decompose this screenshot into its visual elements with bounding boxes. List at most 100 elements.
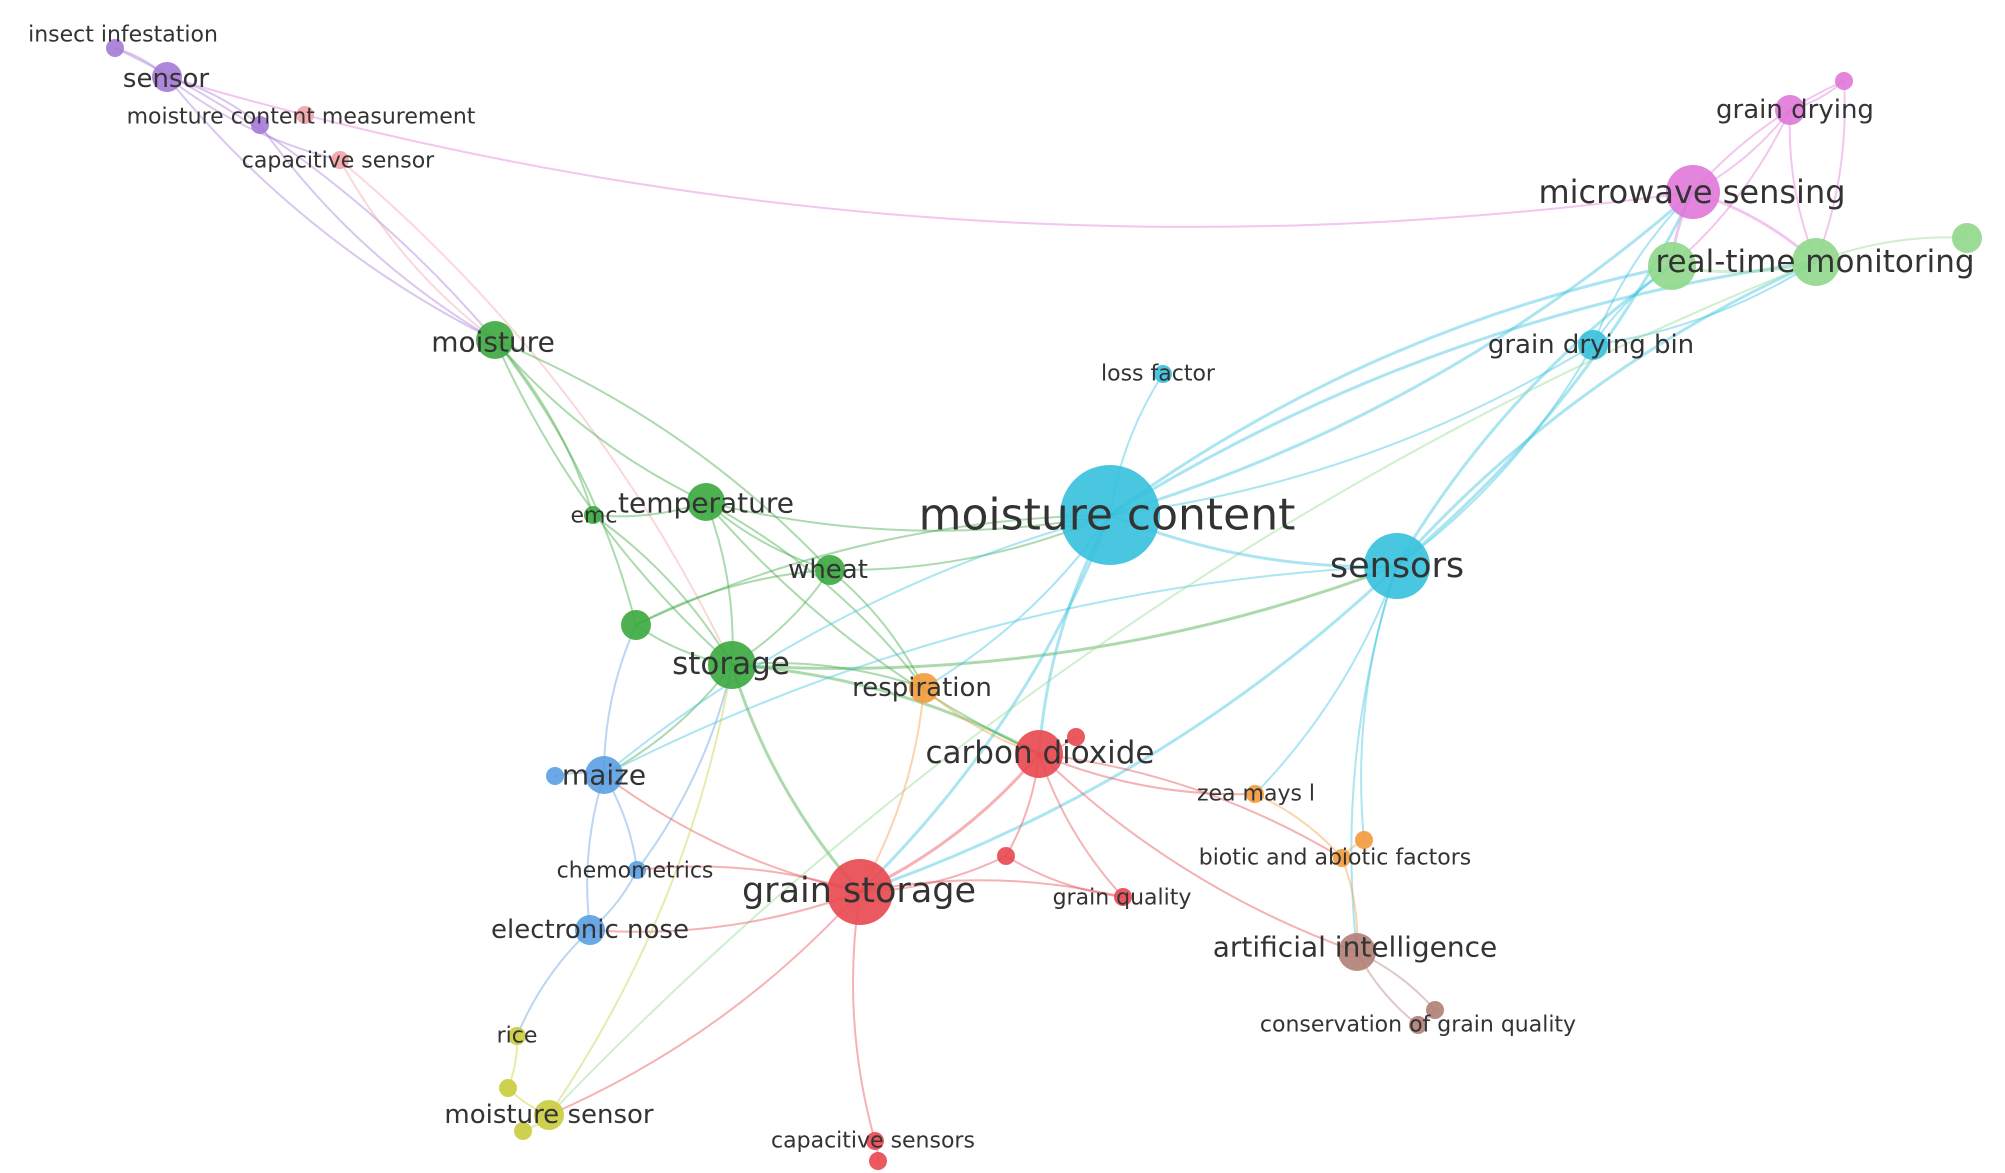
node-yellow-small-a[interactable] [499,1079,517,1097]
node-zea-mays-l[interactable] [1246,785,1264,803]
node-loss-factor[interactable] [1154,365,1172,383]
link-green-unlabeled-moisture-content [635,514,1111,626]
link-moisture-wheat [494,339,831,571]
node-lightgreen-a[interactable] [1792,238,1840,286]
node-green-unlabeled[interactable] [621,610,651,640]
label-electronic-nose: electronic nose [491,915,689,945]
link-carbon-dioxide-grain-quality [1038,753,1124,898]
label-grain-drying: grain drying [1716,95,1874,125]
link-moisture-content-grain-storage [858,513,1112,894]
link-red-small-b-grain-quality [1005,855,1124,898]
link-carbon-dioxide-biotic-and-abiotic-factors [1038,753,1343,859]
node-capacitive-sensor[interactable] [331,151,349,169]
link-sensors-artificial-intelligence [1350,565,1398,953]
node-moisture[interactable] [476,321,514,359]
node-sensors[interactable] [1364,533,1430,599]
node-lightgreen-b[interactable] [1952,223,1982,253]
label-carbon-dioxide: carbon dioxide [926,735,1155,771]
node-insect-infestation[interactable] [106,39,124,57]
node-pink-small[interactable] [1835,72,1853,90]
node-chemometrics[interactable] [628,861,646,879]
node-microwave-sensing[interactable] [1666,165,1720,219]
label-chemometrics: chemometrics [557,859,714,884]
link-moisture-green-unlabeled [494,339,637,626]
label-artificial-intelligence: artificial intelligence [1213,931,1498,964]
link-sensors-grain-storage [858,564,1399,894]
node-brown-small[interactable] [1426,1001,1444,1019]
link-capacitive-sensor-moisture [339,159,496,341]
label-zea-mays-l: zea mays l [1197,782,1315,807]
network-nodes [106,39,1982,1170]
link-sensors-microwave-sensing [1395,190,1695,568]
link-wheat-green-unlabeled [635,569,831,626]
link-emc-storage [592,514,733,666]
link-storage-grain-storage [730,663,862,894]
node-sensor[interactable] [152,62,182,92]
label-conservation-of-grain-quality: conservation of grain quality [1260,1013,1576,1038]
node-grain-drying-bin[interactable] [1578,330,1608,360]
link-moisture-temperature [494,339,707,503]
node-artificial-intelligence[interactable] [1338,933,1376,971]
node-moisture-content[interactable] [1060,465,1160,565]
link-moisture-content-measurement-moisture [259,124,496,341]
node-capacitive-sensors[interactable] [866,1132,884,1150]
link-grain-storage-moisture-sensor [548,891,861,1116]
node-grain-drying[interactable] [1775,95,1805,125]
node-grain-storage[interactable] [827,859,893,925]
node-emc[interactable] [584,506,602,524]
node-red-small-c[interactable] [869,1152,887,1170]
link-chemometrics-storage [636,664,733,871]
link-sensors-maize [603,565,1398,776]
label-grain-quality: grain quality [1053,886,1192,911]
node-carbon-dioxide[interactable] [1015,730,1063,778]
node-conservation-of-grain-quality[interactable] [1409,1016,1427,1034]
label-rice: rice [497,1024,538,1049]
link-microwave-sensing-sensor [166,76,1694,228]
node-biotic-and-abiotic-factors[interactable] [1333,849,1351,867]
label-moisture-sensor: moisture sensor [444,1100,654,1130]
label-emc: emc [570,504,617,529]
node-yellow-small-b[interactable] [514,1122,532,1140]
link-electronic-nose-rice [516,929,591,1037]
node-maize[interactable] [585,756,623,794]
node-real-time-monitoring[interactable] [1648,242,1696,290]
label-moisture-content: moisture content [919,490,1296,541]
link-sensors-real-time-monitoring [1395,264,1674,568]
link-grain-drying-bin-lightgreen-a [1592,261,1817,346]
node-red-small-a[interactable] [1067,728,1085,746]
node-electronic-nose[interactable] [575,915,605,945]
node-salmon-small[interactable] [296,106,314,124]
node-red-small-b[interactable] [997,847,1015,865]
link-temperature-carbon-dioxide [705,501,1040,755]
label-moisture: moisture [431,326,555,359]
node-rice[interactable] [508,1027,526,1045]
node-orange-small[interactable] [1355,831,1373,849]
label-biotic-and-abiotic-factors: biotic and abiotic factors [1199,846,1472,871]
link-grain-storage-grain-quality [859,879,1124,898]
link-grain-drying-real-time-monitoring [1671,109,1791,267]
link-carbon-dioxide-artificial-intelligence [1038,753,1358,953]
link-temperature-moisture-content [705,501,1111,532]
label-storage: storage [672,646,790,682]
link-grain-storage-electronic-nose [589,891,861,933]
link-capacitive-sensor-storage [339,159,733,666]
node-grain-quality[interactable] [1114,888,1132,906]
node-respiration[interactable] [909,673,939,703]
link-sensors-lightgreen-a [1395,260,1818,568]
label-wheat: wheat [788,555,868,585]
node-wheat[interactable] [815,555,845,585]
link-storage-respiration [731,661,925,689]
label-real-time-monitoring: real-time monitoring [1655,244,1974,280]
label-insect-infestation: insect infestation [28,23,218,48]
label-grain-storage: grain storage [742,871,976,911]
node-moisture-sensor[interactable] [534,1100,564,1130]
node-storage[interactable] [708,641,756,689]
node-moisture-content-measurement[interactable] [251,116,269,134]
link-moisture-emc [494,339,594,516]
node-temperature[interactable] [687,483,725,521]
node-blue-small[interactable] [546,767,564,785]
link-sensor-capacitive-sensor [166,76,341,161]
link-moisture-content-grain-drying-bin [1109,344,1594,516]
